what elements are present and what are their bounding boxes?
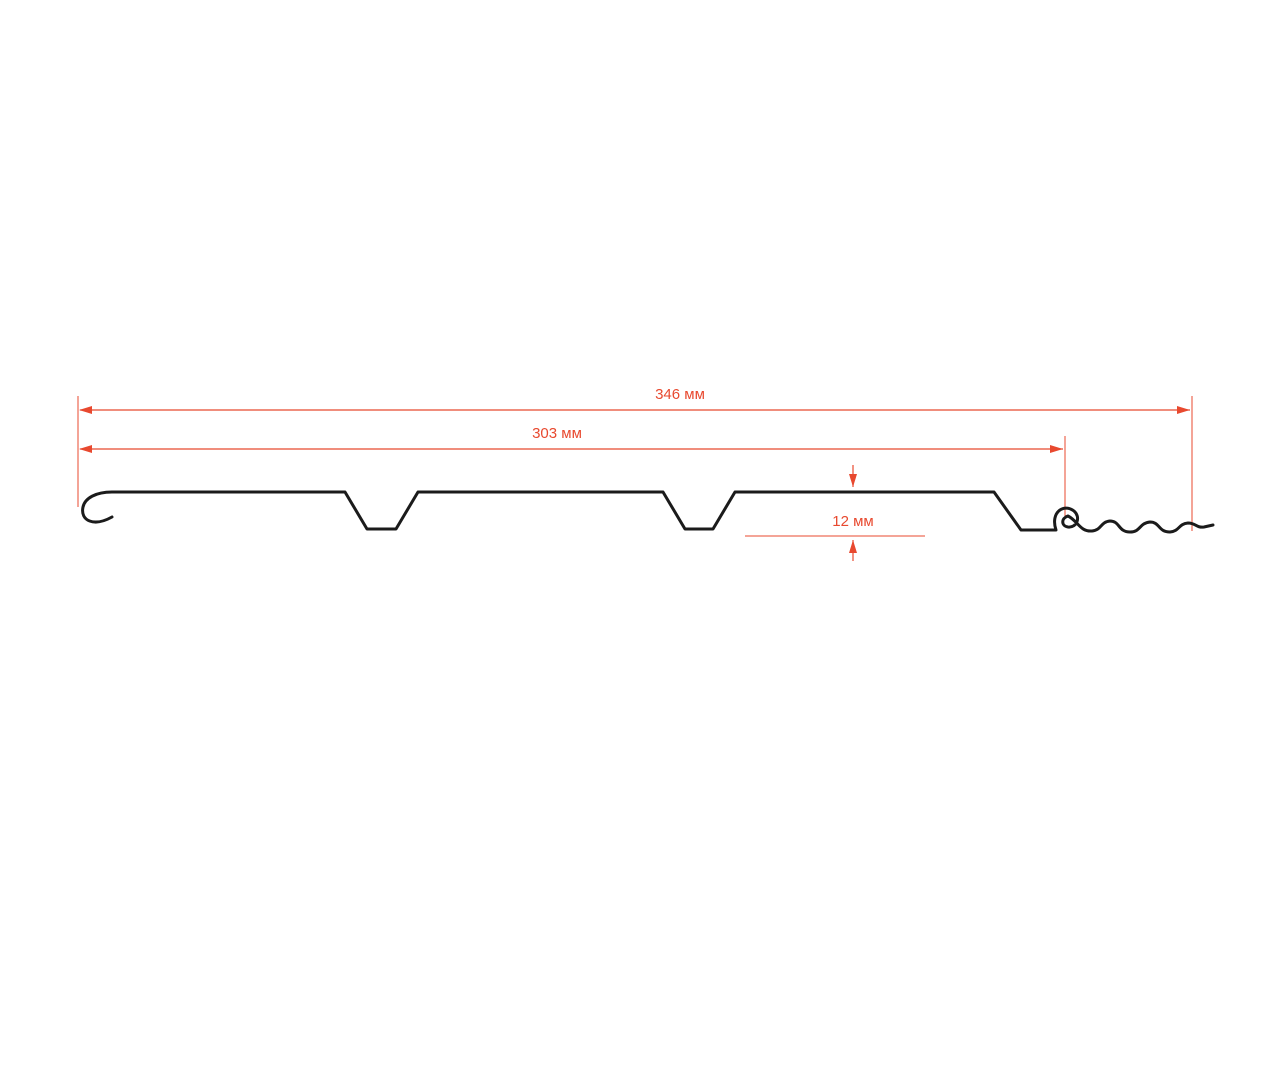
overall-width-label: 346 мм	[655, 386, 705, 403]
depth-label: 12 мм	[832, 513, 873, 530]
working-width-label: 303 мм	[532, 425, 582, 442]
panel-profile-outline	[81, 490, 1215, 534]
